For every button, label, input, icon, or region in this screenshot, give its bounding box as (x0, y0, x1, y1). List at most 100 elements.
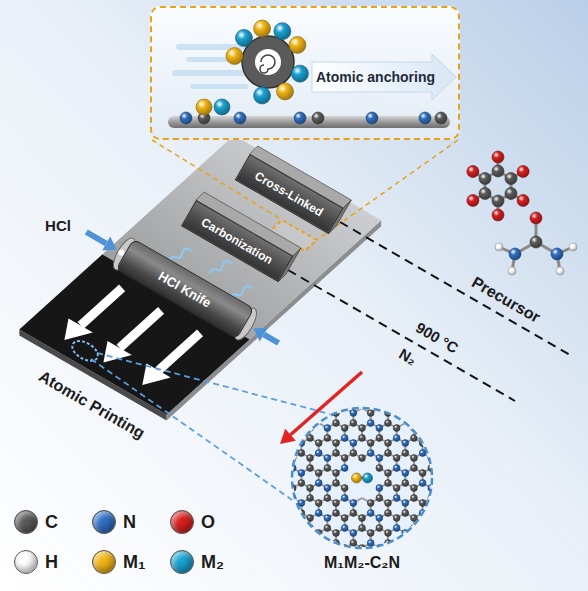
atom-ball (402, 510, 409, 517)
atom-ball (359, 425, 366, 432)
atom-ball (341, 465, 348, 472)
atom-ball (341, 455, 348, 462)
motion-arrow-head (64, 318, 92, 340)
metal-atom (214, 99, 230, 115)
atom-ball (350, 500, 357, 507)
legend-text: N (123, 512, 136, 533)
atom-ball (333, 530, 340, 537)
atom-ball (479, 188, 491, 200)
atom-ball (393, 435, 400, 442)
spot-ring (69, 337, 101, 365)
atom-ball (324, 465, 331, 472)
atom-ball (508, 267, 516, 275)
atom-ball (569, 243, 577, 251)
label-holder: Precursor (469, 273, 543, 326)
anchored-atom (294, 112, 306, 124)
legend-swatch (14, 510, 38, 534)
anchored-atom (419, 112, 431, 124)
carbon-sheet (19, 135, 381, 414)
atom-ball (333, 420, 340, 427)
legend-item: H (14, 550, 58, 574)
metal-atom (235, 29, 252, 46)
atom-ball (307, 495, 314, 502)
legend-item: M₂ (170, 550, 224, 574)
atom-ball (341, 485, 348, 492)
atom-ball (350, 410, 357, 417)
atom-ball (385, 500, 392, 507)
legend-text: C (45, 512, 58, 533)
atom-ball (333, 440, 340, 447)
atmosphere-label: N₂ (396, 345, 420, 368)
atom-ball (419, 500, 426, 507)
process-block: Cross-Linked (235, 154, 344, 234)
legend-text: H (45, 552, 58, 573)
atom-ball (324, 525, 331, 532)
anchored-atom (366, 112, 378, 124)
atom-ball (341, 435, 348, 442)
atom-ball (385, 450, 392, 457)
atom-ball (367, 530, 374, 537)
bond (430, 488, 432, 498)
atom-ball (411, 485, 418, 492)
atom-ball (402, 500, 409, 507)
atom-ball (350, 530, 357, 537)
circle-outline (290, 406, 434, 550)
atom-ball (402, 470, 409, 477)
zoom-leader (97, 353, 330, 414)
atom-ball (324, 455, 331, 462)
atom-ball (376, 425, 383, 432)
motion-arrow-shaft (120, 310, 161, 348)
gas-swirl (210, 261, 232, 274)
bond (405, 423, 414, 428)
atom-ball (376, 545, 383, 550)
atom-ball (315, 530, 322, 537)
atom-ball (290, 465, 296, 472)
atom-ball (307, 515, 314, 522)
atom-ball (341, 515, 348, 522)
atom-ball (367, 420, 374, 427)
metal-atom (196, 99, 212, 115)
atom-ball (359, 455, 366, 462)
atom-ball (367, 540, 374, 547)
atom-ball (376, 455, 383, 462)
label-holder: HCl (45, 217, 71, 235)
atom-ball (324, 495, 331, 502)
atom-ball (385, 410, 392, 417)
atom-ball (341, 545, 348, 550)
atom-ball (290, 495, 296, 502)
bond (292, 458, 294, 468)
atom-ball (419, 440, 426, 447)
node-text: Atomic anchoring (316, 69, 435, 85)
atom-ball (298, 470, 305, 477)
legend-swatch (170, 510, 194, 534)
bond (379, 543, 388, 548)
legend-swatch (170, 550, 194, 574)
metal-atom (254, 87, 271, 104)
process-arrow-head (280, 429, 296, 444)
atom-ball (367, 510, 374, 517)
atom-ball (402, 440, 409, 447)
atom-ball (333, 480, 340, 487)
acid-inlet-arrow-head (253, 328, 267, 342)
atom-ball (333, 410, 340, 417)
atom-ball (298, 440, 305, 447)
atom-ball (376, 495, 383, 502)
atom-ball (467, 166, 479, 178)
atom-ball (411, 425, 418, 432)
atom-ball (341, 525, 348, 532)
atom-ball (307, 525, 314, 532)
acid-inlet-arrow-shaft (86, 232, 106, 244)
atom-ball (298, 500, 305, 507)
atom-ball (492, 195, 504, 207)
atom-ball (315, 480, 322, 487)
acid-inlet-arrow-head (102, 237, 116, 251)
atom-ball (393, 495, 400, 502)
atom-ball (402, 530, 409, 537)
legend-swatch (14, 550, 38, 574)
atom-ball (324, 485, 331, 492)
node-text: Cross-Linked (252, 169, 325, 219)
atom-ball (350, 540, 357, 547)
atom-ball (393, 515, 400, 522)
